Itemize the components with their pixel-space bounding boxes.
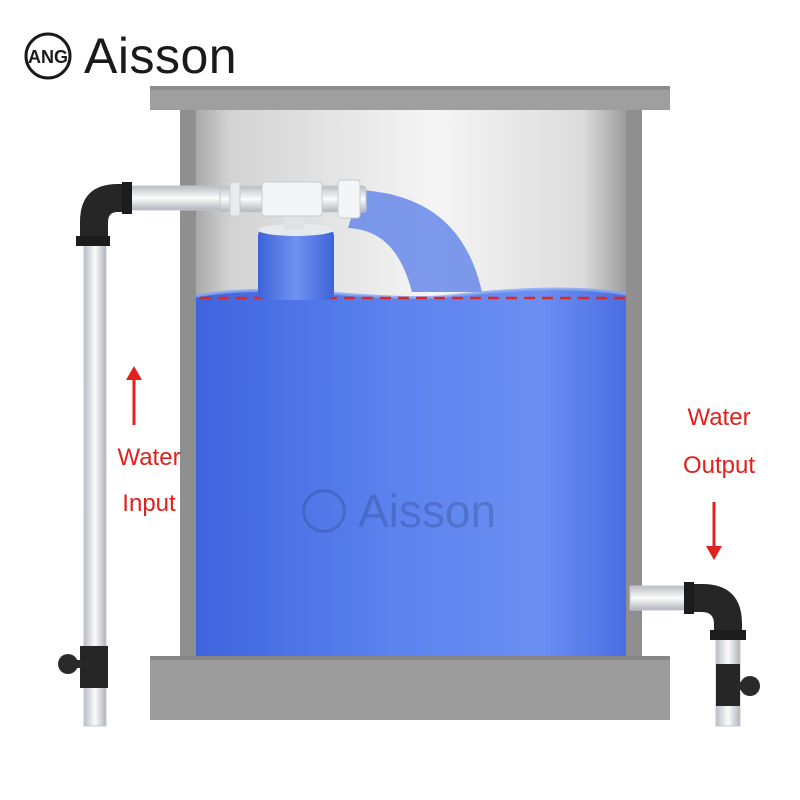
- arrow-down-icon: [706, 502, 722, 560]
- tank-left-wall: [180, 110, 196, 660]
- watermark-text: Aisson: [358, 485, 497, 537]
- brand-logo: ANG Aisson: [22, 26, 237, 86]
- water-input-line1: Water: [117, 444, 181, 471]
- svg-text:ANG: ANG: [28, 47, 68, 67]
- tank-base: [150, 656, 670, 720]
- watermark: Aisson: [300, 478, 535, 544]
- water-output-line1: Water: [687, 404, 751, 431]
- brand-name: Aisson: [84, 28, 238, 84]
- tank-right-wall: [626, 110, 642, 660]
- water-input-label: Water Input: [104, 444, 194, 518]
- water-body: [196, 288, 626, 656]
- water-output-label: Water Output: [664, 404, 774, 480]
- inlet-pipe: [76, 182, 221, 727]
- water-stream: [348, 190, 482, 292]
- float-valve-body: [215, 179, 367, 219]
- valve-icon: [58, 646, 108, 688]
- watermark-mark-icon: [302, 489, 346, 533]
- valve-icon: [716, 664, 760, 706]
- brand-mark-icon: ANG: [24, 32, 72, 80]
- water-output-line2: Output: [682, 452, 756, 479]
- water-input-line2: Input: [122, 490, 176, 517]
- arrow-up-icon: [126, 366, 142, 425]
